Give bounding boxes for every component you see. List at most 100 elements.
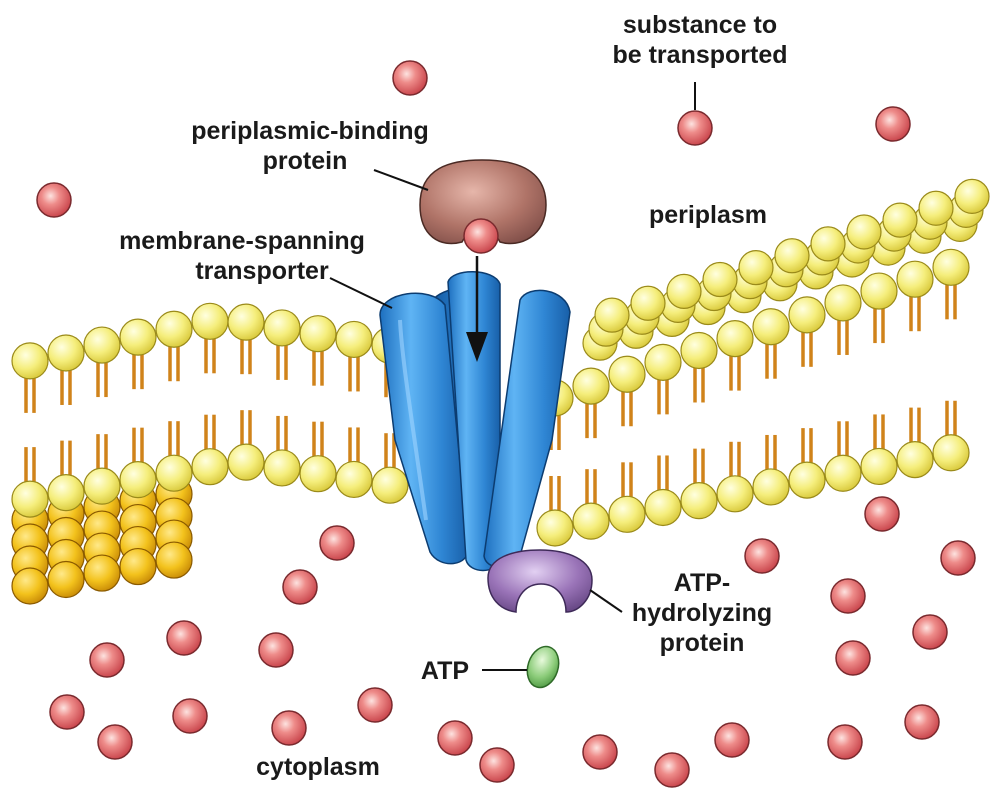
substance-particle bbox=[358, 688, 392, 722]
phospholipid-head bbox=[703, 263, 737, 297]
phospholipid-head bbox=[789, 297, 825, 333]
substance-particle bbox=[272, 711, 306, 745]
substance-particle bbox=[876, 107, 910, 141]
phospholipid-head bbox=[645, 344, 681, 380]
label-substance-line2: be transported bbox=[580, 40, 820, 70]
label-atp: ATP bbox=[408, 656, 482, 686]
phospholipid-head bbox=[861, 448, 897, 484]
label-periplasm-text: periplasm bbox=[628, 200, 788, 230]
phospholipid-head bbox=[681, 483, 717, 519]
substance-particle bbox=[283, 570, 317, 604]
phospholipid-head bbox=[228, 444, 264, 480]
phospholipid-head bbox=[811, 227, 845, 261]
atp-hydrolyzing-protein bbox=[488, 550, 592, 612]
substance-particle bbox=[259, 633, 293, 667]
phospholipid-head-shaded bbox=[12, 568, 48, 604]
phospholipid-head bbox=[717, 321, 753, 357]
phospholipid-head bbox=[228, 304, 264, 340]
phospholipid-head bbox=[336, 461, 372, 497]
phospholipid-head bbox=[861, 273, 897, 309]
label-transporter-line2: transporter bbox=[82, 256, 402, 286]
label-cytoplasm-text: cytoplasm bbox=[228, 752, 408, 782]
phospholipid-head bbox=[609, 496, 645, 532]
phospholipid-head bbox=[739, 251, 773, 285]
phospholipid-head bbox=[156, 311, 192, 347]
phospholipid-head bbox=[775, 239, 809, 273]
atp-hydrolyzing-protein-body bbox=[488, 550, 592, 612]
label-atp-hydrolyzing-line2: hydrolyzing bbox=[612, 598, 792, 628]
phospholipid-head bbox=[192, 449, 228, 485]
label-periplasm: periplasm bbox=[628, 200, 788, 230]
substance-particle bbox=[655, 753, 689, 787]
label-substance-line1: substance to bbox=[580, 10, 820, 40]
phospholipid-head bbox=[12, 481, 48, 517]
label-atp-hydrolyzing-line3: protein bbox=[612, 628, 792, 658]
phospholipid-head bbox=[609, 356, 645, 392]
substance-particle bbox=[865, 497, 899, 531]
substance-particle bbox=[98, 725, 132, 759]
phospholipid-head bbox=[825, 285, 861, 321]
phospholipid-head bbox=[789, 462, 825, 498]
phospholipid-head bbox=[897, 261, 933, 297]
phospholipid-head bbox=[84, 327, 120, 363]
substance-particle bbox=[831, 579, 865, 613]
substance-particle bbox=[438, 721, 472, 755]
label-membrane-spanning-transporter: membrane-spanning transporter bbox=[82, 226, 402, 286]
substance-particle bbox=[583, 735, 617, 769]
phospholipid-head bbox=[753, 469, 789, 505]
phospholipid-head bbox=[156, 455, 192, 491]
phospholipid-head bbox=[573, 503, 609, 539]
phospholipid-head bbox=[264, 450, 300, 486]
phospholipid-head bbox=[537, 510, 573, 546]
phospholipid-head bbox=[919, 191, 953, 225]
label-periplasmic-binding-protein: periplasmic-binding protein bbox=[160, 116, 460, 176]
label-atp-hydrolyzing-protein: ATP- hydrolyzing protein bbox=[612, 568, 792, 658]
substance-particle bbox=[167, 621, 201, 655]
phospholipid-head bbox=[933, 249, 969, 285]
phospholipid-head bbox=[595, 298, 629, 332]
substance-particle bbox=[836, 641, 870, 675]
substance-particle bbox=[90, 643, 124, 677]
label-atp-hydrolyzing-line1: ATP- bbox=[612, 568, 792, 598]
substance-particle bbox=[905, 705, 939, 739]
phospholipid-head bbox=[300, 456, 336, 492]
phospholipid-head-shaded bbox=[84, 555, 120, 591]
phospholipid-head bbox=[825, 455, 861, 491]
phospholipid-head bbox=[300, 316, 336, 352]
phospholipid-head bbox=[681, 332, 717, 368]
label-atp-text: ATP bbox=[408, 656, 482, 686]
phospholipid-head bbox=[120, 319, 156, 355]
substance-particle bbox=[941, 541, 975, 575]
label-binding-protein-line1: periplasmic-binding bbox=[160, 116, 460, 146]
phospholipid-head bbox=[631, 286, 665, 320]
phospholipid-head-shaded bbox=[156, 542, 192, 578]
phospholipid-head bbox=[48, 335, 84, 371]
phospholipid-head bbox=[645, 489, 681, 525]
phospholipid-head bbox=[717, 476, 753, 512]
phospholipid-head bbox=[336, 321, 372, 357]
phospholipid-head bbox=[955, 179, 989, 213]
phospholipid-head bbox=[372, 467, 408, 503]
phospholipid-head-shaded bbox=[48, 562, 84, 598]
label-transporter-line1: membrane-spanning bbox=[82, 226, 402, 256]
substance-particle bbox=[715, 723, 749, 757]
bound-substance-particle bbox=[464, 219, 498, 253]
substance-particle bbox=[828, 725, 862, 759]
phospholipid-head bbox=[667, 274, 701, 308]
phospholipid-head bbox=[897, 442, 933, 478]
phospholipid-head bbox=[48, 475, 84, 511]
phospholipid-head bbox=[753, 309, 789, 345]
atp-molecule bbox=[522, 642, 564, 691]
substance-particle bbox=[393, 61, 427, 95]
phospholipid-head bbox=[883, 203, 917, 237]
substance-particle bbox=[480, 748, 514, 782]
substance-particle bbox=[320, 526, 354, 560]
label-substance-to-be-transported: substance to be transported bbox=[580, 10, 820, 70]
substance-particle bbox=[913, 615, 947, 649]
substance-particle bbox=[173, 699, 207, 733]
label-binding-protein-line2: protein bbox=[160, 146, 460, 176]
phospholipid-head bbox=[847, 215, 881, 249]
phospholipid-head bbox=[84, 468, 120, 504]
